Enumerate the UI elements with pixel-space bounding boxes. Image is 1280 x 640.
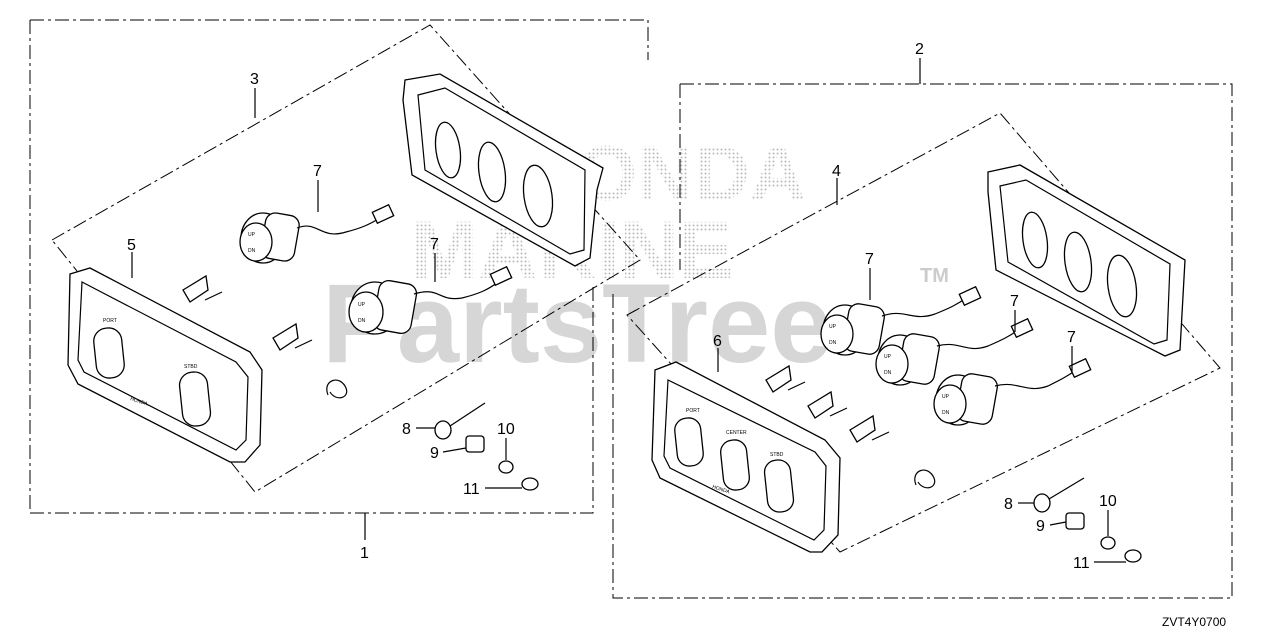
diagram-reference-code: ZVT4Y0700 bbox=[1162, 615, 1226, 629]
right-panel-brand-label: HONDA bbox=[711, 484, 731, 495]
right-switch1-up: UP bbox=[829, 324, 837, 330]
callout-7-left-upper: 7 bbox=[313, 163, 322, 180]
watermark-trademark: TM bbox=[920, 265, 949, 287]
callout-7-right-3: 7 bbox=[1067, 329, 1076, 346]
right-clips bbox=[765, 364, 936, 489]
callout-9-left: 9 bbox=[430, 445, 439, 462]
left-switch-lower: UP DN bbox=[348, 265, 513, 335]
callout-4: 4 bbox=[832, 163, 841, 180]
right-switch-1: UP DN bbox=[820, 285, 982, 356]
callout-1: 1 bbox=[360, 545, 369, 562]
callout-5: 5 bbox=[127, 237, 136, 254]
right-switch2-up: UP bbox=[884, 354, 892, 360]
right-mounting-bracket bbox=[987, 164, 1186, 357]
right-switch1-dn: DN bbox=[829, 340, 837, 346]
left-front-panel: PORT STBD HONDA bbox=[67, 267, 263, 463]
right-switch-2: UP DN bbox=[875, 317, 1034, 386]
callout-6: 6 bbox=[713, 333, 722, 350]
callout-7-left-lower: 7 bbox=[430, 236, 439, 253]
callout-7-right-2: 7 bbox=[1010, 293, 1019, 310]
assembly-2-outline bbox=[612, 83, 1233, 599]
left-panel-port-label: PORT bbox=[103, 318, 117, 324]
callout-9-right: 9 bbox=[1036, 518, 1045, 535]
callout-10-right: 10 bbox=[1099, 493, 1117, 510]
callouts: 1 2 3 4 5 6 7 7 7 7 7 8 9 10 11 8 9 10 1… bbox=[127, 41, 1117, 572]
left-clips bbox=[182, 274, 348, 399]
callout-10-left: 10 bbox=[497, 421, 515, 438]
left-switch1-up: UP bbox=[248, 232, 256, 238]
left-switch2-up: UP bbox=[358, 302, 366, 308]
callout-8-left: 8 bbox=[402, 421, 411, 438]
callout-11-right: 11 bbox=[1073, 555, 1090, 572]
callout-7-right-1: 7 bbox=[865, 251, 874, 268]
right-panel-center-label: CENTER bbox=[726, 430, 747, 436]
left-hardware bbox=[434, 402, 539, 491]
callout-2: 2 bbox=[915, 41, 924, 58]
left-switch-upper: UP DN bbox=[239, 203, 395, 264]
callout-11-left: 11 bbox=[463, 481, 480, 498]
right-switch-3: UP DN bbox=[933, 357, 1092, 426]
right-hardware bbox=[1033, 477, 1142, 563]
right-switch2-dn: DN bbox=[884, 370, 892, 376]
right-front-panel: PORT CENTER STBD HONDA bbox=[651, 361, 841, 553]
callout-3: 3 bbox=[250, 71, 259, 88]
left-switch2-dn: DN bbox=[358, 318, 366, 324]
right-switch3-up: UP bbox=[942, 394, 950, 400]
callout-8-right: 8 bbox=[1004, 496, 1013, 513]
left-parts: PORT STBD HONDA UP DN UP DN bbox=[67, 73, 604, 491]
right-parts: PORT CENTER STBD HONDA UP DN UP DN bbox=[651, 164, 1186, 563]
right-switch3-dn: DN bbox=[942, 410, 950, 416]
left-panel-stbd-label: STBD bbox=[184, 364, 198, 370]
left-mounting-bracket bbox=[402, 73, 604, 267]
left-panel-brand-label: HONDA bbox=[129, 396, 149, 407]
leader-lines bbox=[131, 58, 1126, 563]
left-switch1-dn: DN bbox=[248, 248, 256, 254]
right-panel-stbd-label: STBD bbox=[770, 452, 784, 458]
right-panel-port-label: PORT bbox=[686, 408, 700, 414]
